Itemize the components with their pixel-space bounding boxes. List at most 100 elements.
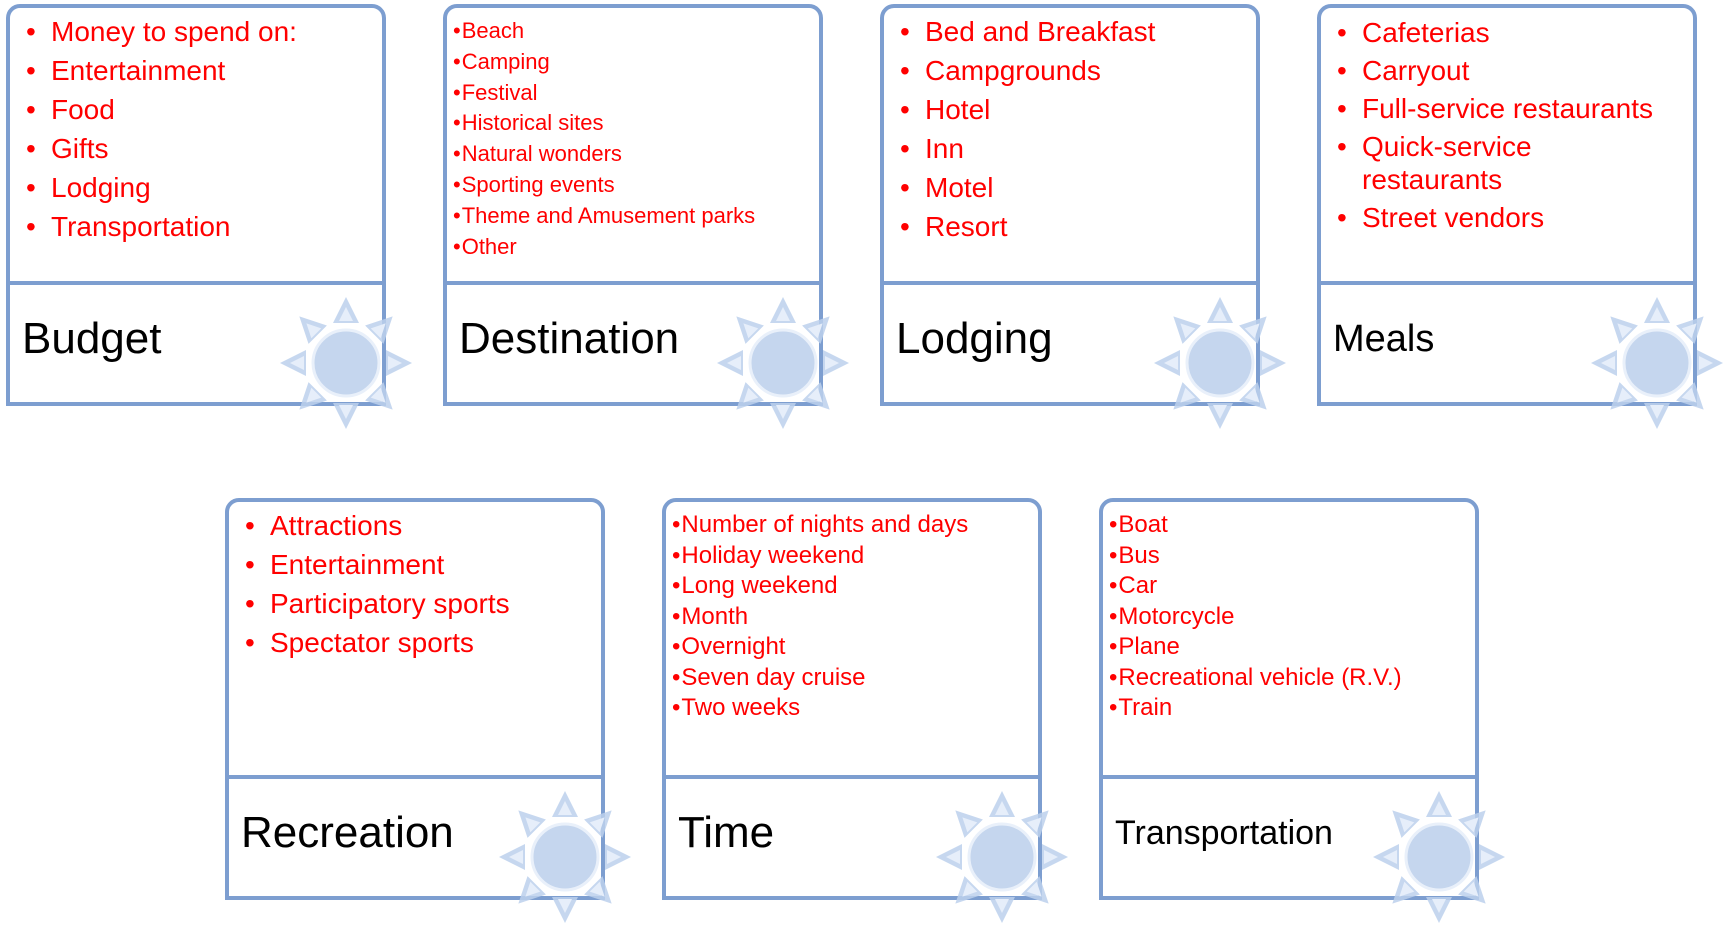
list-item: •Beach xyxy=(453,16,817,47)
sun-ray xyxy=(1458,810,1486,838)
item-text: Bus xyxy=(1118,541,1160,569)
bullet: • xyxy=(453,48,461,74)
sun-ray xyxy=(1392,876,1420,904)
item-text: Attractions xyxy=(270,510,403,541)
list-item: •Number of nights and days xyxy=(672,510,1036,541)
list-item: • Food xyxy=(16,90,380,129)
sun-ray xyxy=(605,844,631,870)
bullet: • xyxy=(672,572,681,599)
sun-disc xyxy=(748,328,818,398)
bullet: • xyxy=(245,549,255,580)
item-text: Bed and Breakfast xyxy=(925,16,1156,47)
sun-ray xyxy=(584,810,612,838)
sun-ray xyxy=(736,316,764,344)
sun-ray xyxy=(1644,297,1670,323)
bullet: • xyxy=(26,94,36,125)
list-item: •Entertainment xyxy=(16,51,380,90)
sun-icon xyxy=(1154,297,1286,429)
bullet: • xyxy=(453,141,461,167)
item-text: Holiday weekend xyxy=(681,541,865,569)
sun-ray xyxy=(1392,810,1420,838)
item-text: Resort xyxy=(925,211,1008,242)
sun-ray xyxy=(1479,844,1505,870)
sun-disc xyxy=(1404,822,1474,892)
item-text: Quick-service restaurants xyxy=(1362,131,1532,195)
sun-ray xyxy=(770,297,796,323)
list-item: •Transportation xyxy=(16,207,380,246)
item-text: Motorcycle xyxy=(1118,602,1235,630)
sun-ray xyxy=(736,382,764,410)
card-item-list: •Money to spend on: •Entertainment •Food… xyxy=(16,12,380,246)
list-item: •Boat xyxy=(1109,510,1473,541)
list-item: •Theme and Amusement parks xyxy=(453,201,817,232)
sun-ray xyxy=(1676,382,1704,410)
sun-ray xyxy=(1426,897,1452,923)
item-text: Beach xyxy=(461,18,525,43)
sun-ray xyxy=(802,382,830,410)
item-text: Hotel xyxy=(925,94,991,125)
item-text: Camping xyxy=(461,48,550,74)
item-text: Food xyxy=(51,94,115,125)
sun-ray xyxy=(333,297,359,323)
sun-ray xyxy=(1239,382,1267,410)
sun-ray xyxy=(1591,350,1617,376)
list-item: •Holiday weekend xyxy=(672,541,1036,572)
sun-ray xyxy=(1239,316,1267,344)
card-title: Budget xyxy=(22,314,162,363)
list-item: •Natural wonders xyxy=(453,139,817,170)
sun-ray xyxy=(1021,810,1049,838)
sun-ray xyxy=(1260,350,1286,376)
item-text: Natural wonders xyxy=(461,141,622,167)
item-text: Recreational vehicle (R.V.) xyxy=(1118,663,1402,691)
sun-ray xyxy=(1042,844,1068,870)
list-item: • Spectator sports xyxy=(235,623,599,662)
list-item: • Hotel xyxy=(890,90,1254,129)
list-item: •Money to spend on: xyxy=(16,12,380,51)
bullet: • xyxy=(672,602,681,630)
card-transportation: •Boat •Bus •Car •Motorcycle •Plane •Recr… xyxy=(1099,498,1505,923)
bullet: • xyxy=(1337,93,1347,124)
card-item-list: •Beach •Camping •Festival •Historical si… xyxy=(453,16,817,262)
sun-ray xyxy=(1154,350,1180,376)
bullet: • xyxy=(26,172,36,203)
sun-disc xyxy=(530,822,600,892)
sun-ray xyxy=(1207,403,1233,429)
bullet: • xyxy=(453,233,461,259)
item-text: Spectator sports xyxy=(270,627,474,658)
sun-ray xyxy=(333,403,359,429)
bullet: • xyxy=(1337,55,1347,86)
card-divider xyxy=(1099,775,1479,779)
list-item: •Gifts xyxy=(16,129,380,168)
item-text: Money to spend on: xyxy=(51,16,297,47)
bullet: • xyxy=(453,110,461,136)
item-text: Plane xyxy=(1118,633,1180,660)
sun-ray xyxy=(1426,791,1452,817)
list-item: •Lodging xyxy=(16,168,380,207)
list-item: • Bed and Breakfast xyxy=(890,12,1254,51)
list-item: •Month xyxy=(672,602,1036,633)
item-text: Number of nights and days xyxy=(681,511,969,538)
list-item: •Cafeterias xyxy=(1327,16,1662,49)
card-item-list: •Bed and Breakfast •Campgrounds •Hotel •… xyxy=(890,12,1254,246)
item-text: Historical sites xyxy=(461,110,604,136)
bullet: • xyxy=(453,171,461,197)
bullet: • xyxy=(1337,202,1347,233)
bullet: • xyxy=(26,211,36,242)
bullet: • xyxy=(900,16,910,47)
bullet: • xyxy=(245,510,255,541)
sun-disc xyxy=(1185,328,1255,398)
sun-icon xyxy=(280,297,412,429)
bullet: • xyxy=(900,94,910,125)
sun-ray xyxy=(770,403,796,429)
bullet: • xyxy=(672,694,681,721)
sun-disc xyxy=(967,822,1037,892)
card-divider xyxy=(1317,281,1697,285)
list-item: •Street vendors xyxy=(1327,201,1662,234)
bullet: • xyxy=(245,627,255,658)
sun-icon xyxy=(499,791,631,923)
bullet: • xyxy=(1337,131,1347,162)
sun-ray xyxy=(280,350,306,376)
sun-ray xyxy=(1676,316,1704,344)
sun-disc xyxy=(1622,328,1692,398)
card-divider xyxy=(443,281,823,285)
